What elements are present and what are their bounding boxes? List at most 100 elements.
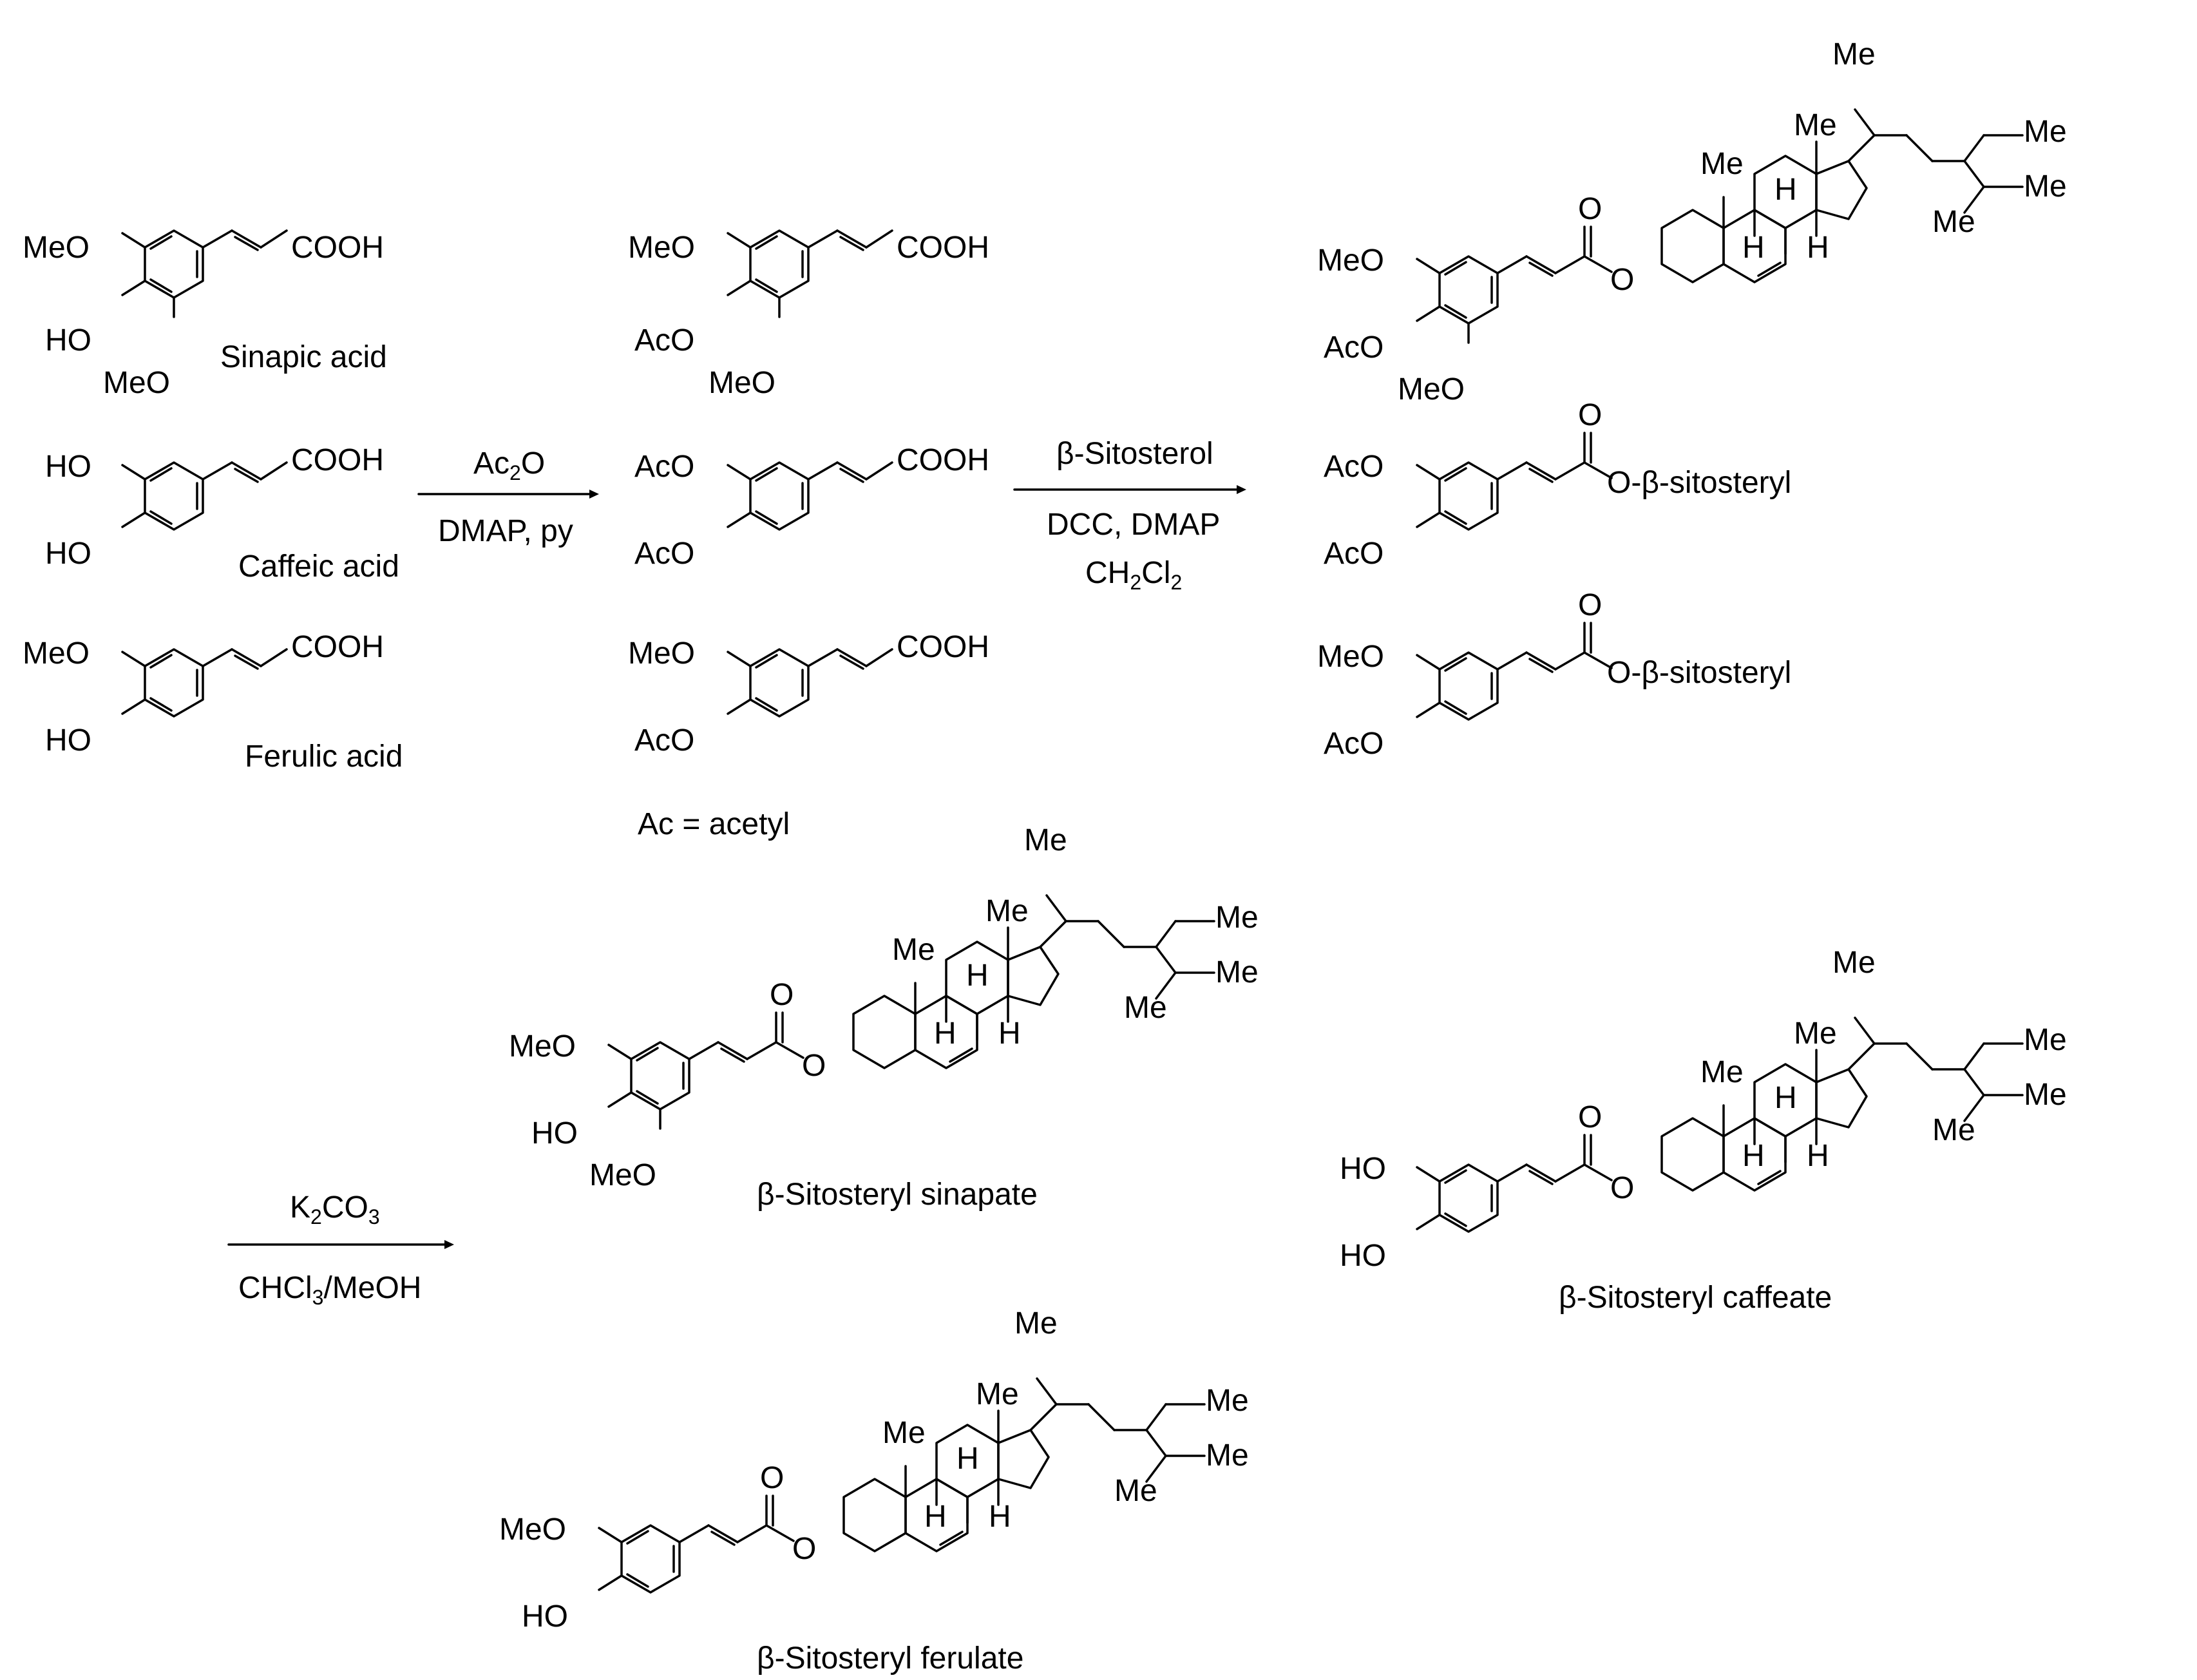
- acetyl-caffeic-acid: AcO AcO COOH: [634, 443, 989, 571]
- sitosteryl-sinapate: MeO HO MeO O O β-Sitosteryl sinapate Me …: [509, 823, 1259, 1212]
- r3-label: HO: [45, 450, 91, 484]
- caffeic-acid: HO HO COOH Caffeic acid: [45, 443, 399, 584]
- acid-label: COOH: [291, 443, 384, 477]
- step3-solvent: CHCl3/MeOH: [238, 1271, 421, 1309]
- ester-group: O-β-sitosteryl: [1607, 466, 1791, 500]
- step1-reagent: Ac2O: [473, 446, 545, 484]
- compound-name: Caffeic acid: [238, 549, 399, 584]
- r4-label: HO: [531, 1116, 578, 1150]
- r3-label: MeO: [509, 1029, 576, 1064]
- me-label: Me: [1794, 1017, 1837, 1051]
- ester-group: O-β-sitosteryl: [1607, 656, 1791, 690]
- acetyl-footnote: Ac = acetyl: [638, 807, 790, 841]
- h-label: H: [1807, 1139, 1829, 1173]
- compound-name: Ferulic acid: [245, 740, 403, 774]
- r3-label: MeO: [628, 636, 695, 671]
- me-label: Me: [1832, 946, 1876, 980]
- r4-label: HO: [45, 723, 91, 758]
- r3-label: AcO: [634, 450, 694, 484]
- r5-label: MeO: [709, 366, 775, 400]
- acid-label: COOH: [897, 231, 989, 265]
- me-label: Me: [1206, 1384, 1249, 1418]
- carbonyl-o: O: [1578, 588, 1602, 622]
- h-label: H: [1742, 1139, 1765, 1173]
- h-label: H: [1774, 1081, 1797, 1115]
- h-label: H: [956, 1442, 979, 1476]
- h-label: H: [989, 1500, 1011, 1534]
- r4-label: AcO: [1324, 537, 1384, 571]
- step2-solvent: CH2Cl2: [1085, 556, 1182, 594]
- step2-conditions: DCC, DMAP: [1047, 508, 1220, 542]
- me-label: Me: [1932, 1113, 1975, 1147]
- ferulic-acid: MeO HO COOH Ferulic acid: [23, 630, 403, 774]
- r4-label: AcO: [1324, 330, 1384, 365]
- h-label: H: [1774, 173, 1797, 207]
- acetyl-caffeate-ester: AcO AcO O O-β-sitosteryl: [1324, 398, 1791, 571]
- me-label: Me: [1206, 1438, 1249, 1473]
- acetyl-sinapate-ester: MeO AcO MeO O O Me Me H H H Me Me Me Me: [1317, 37, 2067, 406]
- compound-name: β-Sitosteryl caffeate: [1559, 1281, 1832, 1315]
- ester-o: O: [802, 1049, 826, 1083]
- r5-label: MeO: [103, 366, 170, 400]
- me-label: Me: [2024, 1078, 2067, 1112]
- h-label: H: [924, 1500, 947, 1534]
- r3-label: MeO: [1317, 640, 1384, 674]
- acid-label: COOH: [897, 443, 989, 477]
- r3-label: MeO: [499, 1513, 566, 1547]
- r3-label: HO: [1340, 1152, 1386, 1186]
- r3-label: AcO: [1324, 450, 1384, 484]
- h-label: H: [998, 1017, 1021, 1051]
- me-label: Me: [2024, 169, 2067, 204]
- me-label: Me: [2024, 115, 2067, 149]
- me-label: Me: [1014, 1306, 1058, 1341]
- me-label: Me: [1215, 955, 1259, 989]
- h-label: H: [1742, 231, 1765, 265]
- acetyl-ferulic-acid: MeO AcO COOH: [628, 630, 989, 758]
- me-label: Me: [892, 933, 935, 967]
- r5-label: MeO: [1398, 372, 1465, 406]
- carbonyl-o: O: [1578, 1100, 1602, 1134]
- me-label: Me: [1832, 37, 1876, 72]
- r3-label: MeO: [23, 231, 90, 265]
- r4-label: AcO: [634, 537, 694, 571]
- sitosteryl-caffeate: HO HO O O β-Sitosteryl caffeate Me Me H …: [1340, 946, 2067, 1315]
- sitosteryl-ferulate: MeO HO O O β-Sitosteryl ferulate Me Me H…: [499, 1306, 1249, 1675]
- me-label: Me: [1700, 147, 1744, 181]
- step1-conditions: DMAP, py: [438, 514, 573, 548]
- me-label: Me: [1932, 205, 1975, 239]
- r4-label: AcO: [634, 323, 694, 358]
- carbonyl-o: O: [760, 1461, 784, 1495]
- r4-label: HO: [45, 537, 91, 571]
- acid-label: COOH: [291, 630, 384, 664]
- compound-name: β-Sitosteryl sinapate: [757, 1178, 1038, 1212]
- ester-o: O: [792, 1532, 816, 1566]
- r4-label: HO: [1340, 1239, 1386, 1273]
- carbonyl-o: O: [1578, 398, 1602, 432]
- acid-label: COOH: [897, 630, 989, 664]
- arrow-step1: Ac2O DMAP, py: [417, 446, 599, 548]
- arrow-step3: K2CO3 CHCl3/MeOH: [227, 1190, 454, 1309]
- me-label: Me: [2024, 1023, 2067, 1057]
- sinapic-acid: MeO HO MeO COOH Sinapic acid: [23, 229, 387, 400]
- me-label: Me: [1124, 991, 1167, 1025]
- r3-label: MeO: [628, 231, 695, 265]
- me-label: Me: [1794, 108, 1837, 142]
- me-label: Me: [985, 894, 1029, 928]
- acetyl-ferulate-ester: MeO AcO O O-β-sitosteryl: [1317, 588, 1791, 761]
- r4-label: HO: [45, 323, 91, 358]
- compound-name: β-Sitosteryl ferulate: [757, 1641, 1023, 1675]
- r4-label: HO: [522, 1599, 568, 1634]
- ester-o: O: [1610, 263, 1634, 297]
- h-label: H: [1807, 231, 1829, 265]
- carbonyl-o: O: [770, 978, 794, 1012]
- me-label: Me: [1215, 901, 1259, 935]
- h-label: H: [934, 1017, 956, 1051]
- me-label: Me: [1114, 1474, 1157, 1508]
- compound-name: Sinapic acid: [220, 340, 387, 374]
- h-label: H: [966, 959, 989, 993]
- arrow-step2: β-Sitosterol DCC, DMAP CH2Cl2: [1013, 437, 1246, 594]
- r3-label: MeO: [1317, 243, 1384, 278]
- me-label: Me: [1024, 823, 1067, 857]
- acetyl-sinapic-acid: MeO AcO MeO COOH: [628, 229, 989, 400]
